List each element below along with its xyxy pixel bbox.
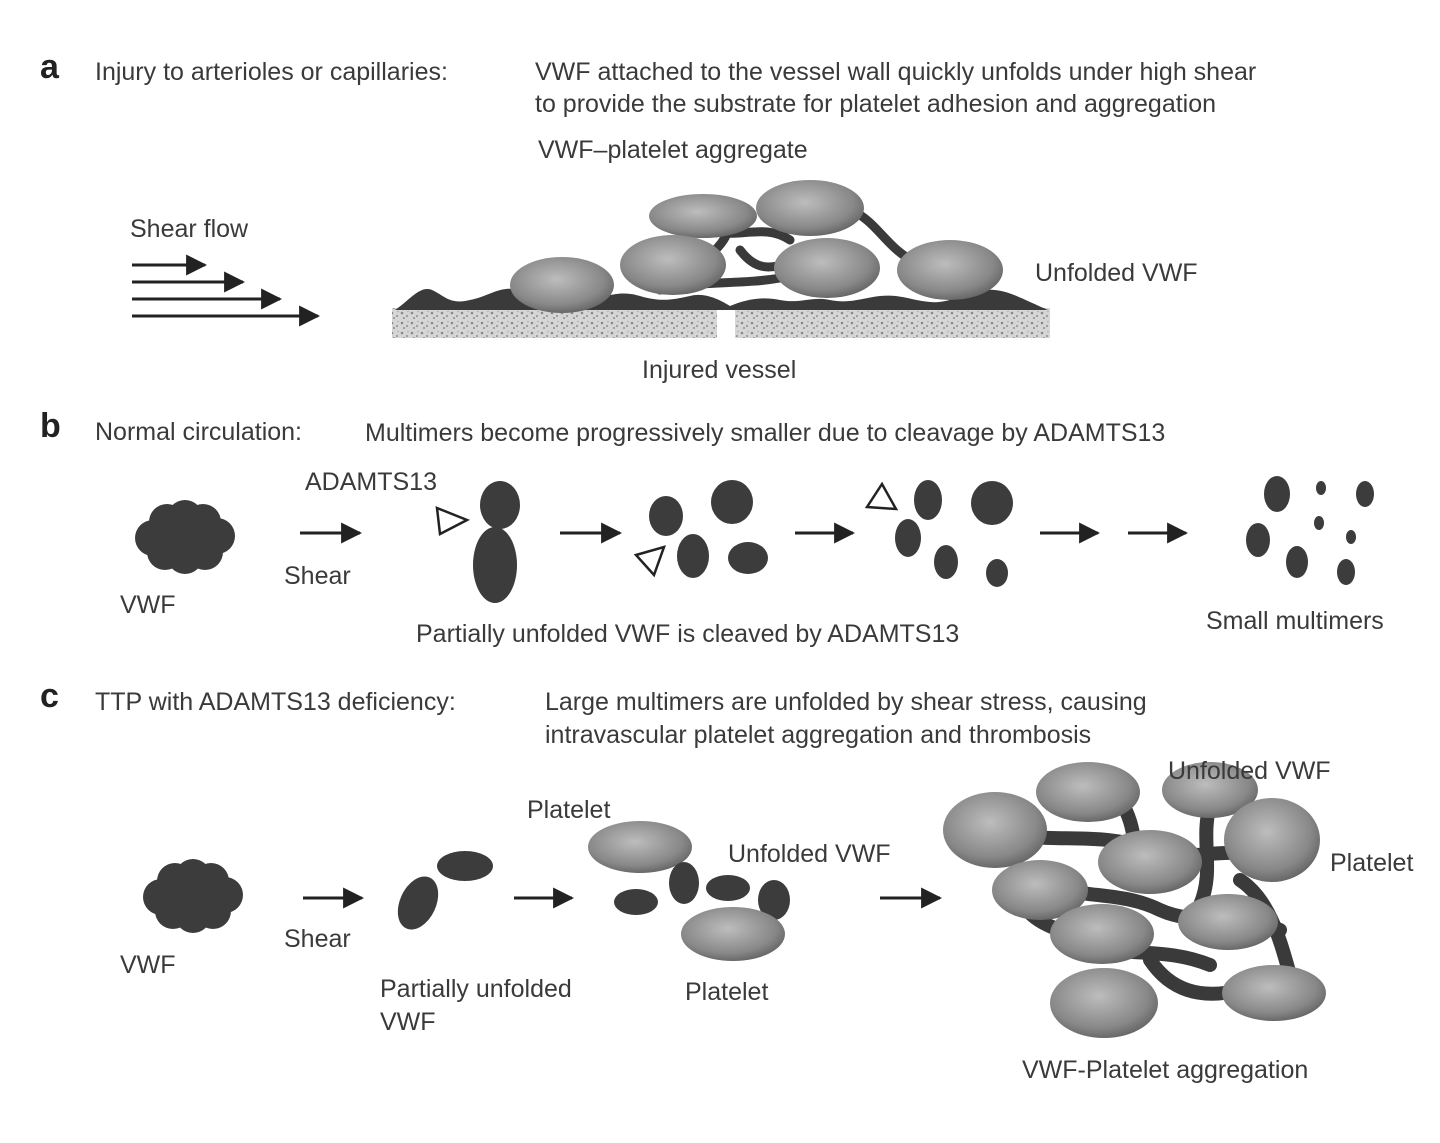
- cleaved-label: Partially unfolded VWF is cleaved by ADA…: [416, 620, 959, 648]
- panel-a-desc-line1: VWF attached to the vessel wall quickly …: [535, 58, 1256, 86]
- unfolded-vwf-label-a: Unfolded VWF: [1035, 259, 1198, 287]
- platelet-bottom-label: Platelet: [685, 978, 768, 1006]
- vwf-multimer-c: [143, 859, 243, 933]
- injured-vessel-label: Injured vessel: [642, 356, 796, 384]
- unfolded-vwf-mid-label: Unfolded VWF: [728, 840, 891, 868]
- aggregation-label: VWF-Platelet aggregation: [1022, 1056, 1308, 1084]
- panel-c-desc-line2: intravascular platelet aggregation and t…: [545, 721, 1091, 749]
- unfolded-vwf-right-label: Unfolded VWF: [1168, 757, 1331, 785]
- partial-label-line1: Partially unfolded: [380, 975, 572, 1003]
- shear-flow-arrows: [132, 254, 321, 327]
- large-aggregate: [943, 762, 1326, 1038]
- aggregate-label: VWF–platelet aggregate: [538, 136, 808, 164]
- adamts13-enzyme-icon-3: [864, 481, 899, 511]
- panel-b: b Normal circulation: Multimers become p…: [40, 407, 1384, 648]
- platelet-top-label: Platelet: [527, 796, 610, 824]
- panel-a-heading: Injury to arterioles or capillaries:: [95, 58, 448, 86]
- cleaved-fragments-2: [895, 480, 1013, 587]
- vwf-label-c: VWF: [120, 951, 176, 979]
- adamts13-label: ADAMTS13: [305, 468, 437, 496]
- partial-label-line2: VWF: [380, 1008, 436, 1036]
- shear-label-b: Shear: [284, 562, 351, 590]
- shear-label-c: Shear: [284, 925, 351, 953]
- panel-c: c TTP with ADAMTS13 deficiency: Large mu…: [40, 677, 1413, 1084]
- panel-c-heading: TTP with ADAMTS13 deficiency:: [95, 688, 456, 716]
- panel-a-letter: a: [40, 48, 60, 86]
- vwf-binding-platelets: [588, 821, 790, 961]
- partially-unfolded-vwf-b: [473, 481, 520, 603]
- panel-c-letter: c: [40, 677, 59, 715]
- small-multimers-label: Small multimers: [1206, 607, 1384, 635]
- platelets-panel-a: [510, 180, 1003, 313]
- panel-b-desc: Multimers become progressively smaller d…: [365, 419, 1165, 447]
- panel-c-desc-line1: Large multimers are unfolded by shear st…: [545, 688, 1147, 716]
- adamts13-enzyme-icon: [435, 506, 470, 536]
- adamts13-enzyme-icon-2: [633, 545, 666, 578]
- injured-vessel-wall: [392, 308, 1050, 338]
- vwf-multimer-b: [135, 500, 235, 574]
- panel-a-desc-line2: to provide the substrate for platelet ad…: [535, 90, 1216, 118]
- panel-b-letter: b: [40, 407, 61, 445]
- platelet-right-label: Platelet: [1330, 849, 1413, 877]
- vwf-label-b: VWF: [120, 591, 176, 619]
- panel-a: a Injury to arterioles or capillaries: V…: [40, 48, 1256, 384]
- partially-unfolded-vwf-c: [397, 851, 493, 930]
- cleaved-fragments-1: [649, 480, 768, 578]
- shear-flow-label: Shear flow: [130, 215, 249, 243]
- small-multimers: [1246, 476, 1374, 585]
- panel-b-heading: Normal circulation:: [95, 418, 302, 446]
